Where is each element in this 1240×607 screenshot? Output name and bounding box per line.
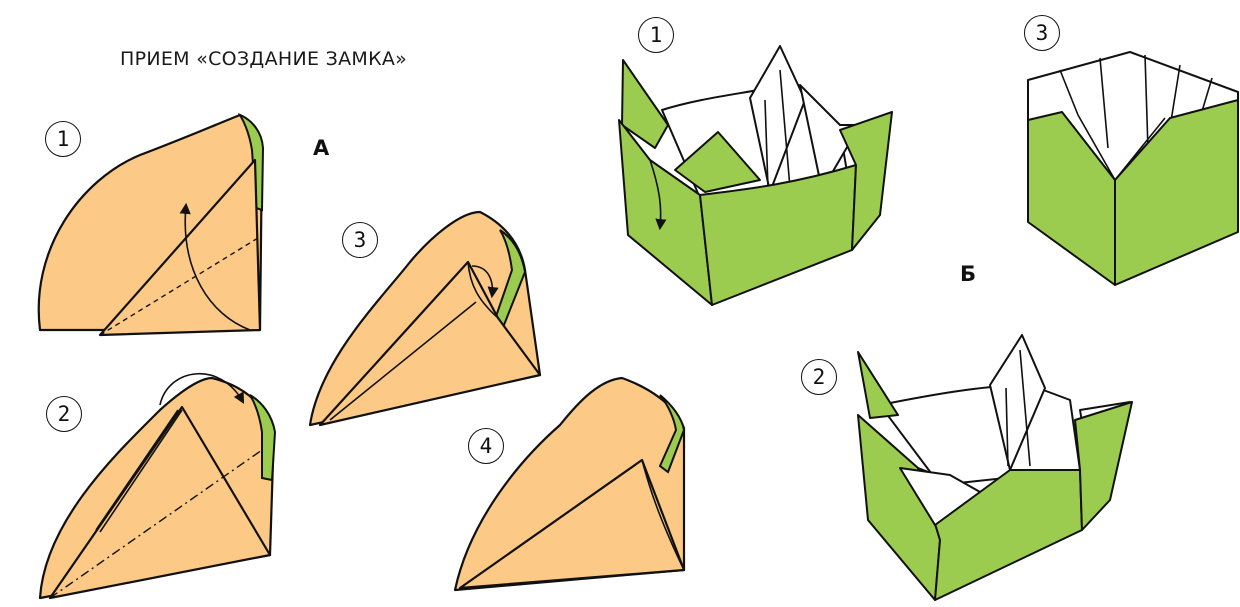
fold-step-b2 (858, 335, 1132, 600)
fold-step-b3 (1028, 52, 1238, 285)
fold-step-a3 (310, 212, 540, 425)
fold-step-a2 (40, 374, 275, 598)
fold-step-a4 (455, 378, 684, 590)
fold-step-a1 (39, 115, 263, 335)
fold-step-b1 (619, 46, 892, 305)
